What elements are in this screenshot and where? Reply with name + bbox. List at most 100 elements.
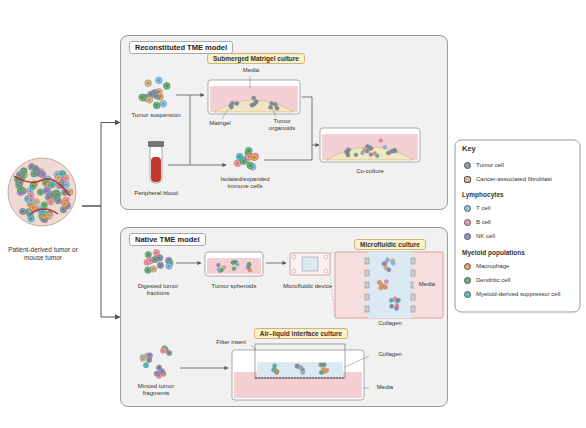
cell-nucleus xyxy=(32,207,35,210)
cell xyxy=(369,146,373,150)
leader-line xyxy=(272,108,276,117)
cell-nucleus xyxy=(320,364,322,366)
media-layer xyxy=(207,258,261,274)
cell-nucleus xyxy=(158,257,161,260)
cell-nucleus xyxy=(49,200,52,203)
cell-nucleus xyxy=(392,262,394,264)
cell-nucleus xyxy=(394,298,396,300)
cell-nucleus xyxy=(168,352,170,354)
cell-nucleus xyxy=(233,268,234,269)
legend-text: Tumor cell xyxy=(476,162,504,169)
cell xyxy=(20,208,26,214)
cell xyxy=(245,147,252,154)
cell-nucleus xyxy=(218,269,219,270)
cell xyxy=(390,149,394,153)
cell-nucleus xyxy=(381,285,383,287)
culture-tag: Submerged Matrigel culture xyxy=(207,53,305,64)
cell-nucleus xyxy=(223,267,224,268)
node-text: Patient-derived tumor or mouse tumor xyxy=(4,246,82,262)
device-post xyxy=(365,294,369,300)
cell xyxy=(30,183,36,189)
cell xyxy=(394,306,398,310)
cell-nucleus xyxy=(385,267,387,269)
cell xyxy=(28,193,34,199)
device-post xyxy=(365,306,369,312)
cell xyxy=(28,163,34,169)
cell-nucleus xyxy=(253,156,256,159)
cell-nucleus xyxy=(367,146,369,148)
tumor-source: Patient-derived tumor or mouse tumor xyxy=(4,150,82,262)
part-label: Isolated/expanded immune cells xyxy=(212,176,278,190)
cell-nucleus xyxy=(296,365,298,367)
cell xyxy=(396,298,400,302)
cell xyxy=(319,363,323,367)
node-text: Reconstituted TME model xyxy=(129,41,233,54)
cell xyxy=(235,263,239,267)
cell xyxy=(369,153,373,157)
cell-nucleus xyxy=(39,191,42,194)
cell-nucleus xyxy=(391,151,393,153)
cell-nucleus xyxy=(236,162,239,165)
part-label: Tumor spheroids xyxy=(204,283,264,290)
cell-nucleus xyxy=(396,308,398,310)
cell-nucleus xyxy=(377,155,378,156)
cell xyxy=(253,102,257,106)
cell xyxy=(145,251,151,257)
cell xyxy=(246,266,250,270)
cell xyxy=(217,263,221,267)
cell-nucleus xyxy=(271,103,273,105)
collagen-layer xyxy=(257,362,343,377)
cell xyxy=(383,145,387,149)
cell-nucleus xyxy=(148,98,151,101)
node-text: Microfluidic culture xyxy=(360,241,420,248)
panel-ground xyxy=(120,35,448,210)
cell-nucleus xyxy=(156,372,158,374)
legend-swatch xyxy=(464,162,471,169)
legend-swatch xyxy=(464,277,471,284)
culture-tag: Microfluidic culture xyxy=(354,239,426,250)
cell xyxy=(166,263,172,269)
legend-heading: Myeloid populations xyxy=(462,249,562,256)
cell xyxy=(232,267,236,271)
tumor-tissue xyxy=(8,158,76,226)
cell xyxy=(270,101,274,105)
cell-nucleus xyxy=(29,190,32,193)
part-label: Microfluidic device xyxy=(280,283,335,290)
cell xyxy=(247,162,254,169)
cell xyxy=(217,268,221,272)
cell xyxy=(40,171,46,177)
collagen-channel xyxy=(368,252,412,318)
part-label: Media xyxy=(414,281,440,288)
cell-nucleus xyxy=(274,365,276,367)
legend-swatch xyxy=(464,263,471,270)
flow-arrow xyxy=(82,206,120,317)
cell-nucleus xyxy=(249,164,252,167)
filter-insert xyxy=(255,344,345,378)
cell xyxy=(28,215,34,221)
cell-nucleus xyxy=(65,177,68,180)
legend-entry: Myeloid-derived suppressor cell xyxy=(464,291,576,298)
cell-nucleus xyxy=(63,202,66,205)
leader-line xyxy=(251,345,256,350)
legend-text: Macrophage xyxy=(476,263,509,270)
microfluidic-device xyxy=(335,252,443,318)
cell xyxy=(156,365,161,370)
cell xyxy=(230,101,234,105)
cell-nucleus xyxy=(51,193,54,196)
cell xyxy=(37,189,43,195)
arrow xyxy=(266,263,286,264)
node-text: Submerged Matrigel culture xyxy=(213,55,299,62)
cell-nucleus xyxy=(247,149,250,152)
cell-nucleus xyxy=(394,150,396,152)
cell xyxy=(160,348,165,353)
cell xyxy=(354,153,358,157)
legend-text: NK cell xyxy=(476,233,495,240)
cell-nucleus xyxy=(35,201,38,204)
legend-entry: Tumor cell xyxy=(464,162,576,169)
chip-port xyxy=(292,255,296,259)
cell-nucleus xyxy=(366,150,368,152)
legend-text: Cancer-associated fibroblast xyxy=(476,176,552,183)
microfluidic-chip xyxy=(290,253,330,275)
